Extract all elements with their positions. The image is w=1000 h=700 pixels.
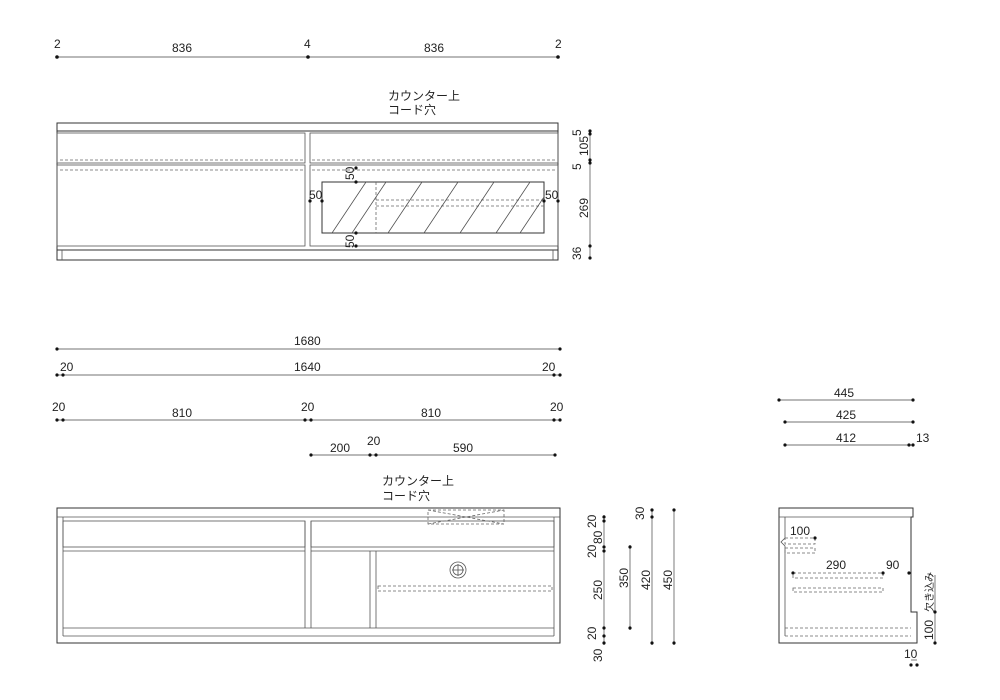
dim-label: 30: [633, 506, 647, 520]
dim-label: 50: [545, 188, 559, 202]
dim-label: 20: [585, 626, 599, 640]
side-dimension-rows: 445 425 412 13: [777, 386, 930, 447]
cutout-note: 欠き込み: [923, 572, 936, 612]
dim-label: 90: [886, 558, 900, 572]
dim-label: 590: [453, 441, 473, 455]
dim-label: 836: [172, 41, 192, 55]
dim-label: 30: [591, 648, 605, 662]
front-cabinet-outline: [56, 122, 559, 261]
dim-label: 810: [172, 406, 192, 420]
dim-label: 269: [577, 198, 591, 218]
dim-label: 36: [570, 246, 584, 260]
dim-label: 20: [367, 434, 381, 448]
plan-cabinet-outline: [56, 507, 561, 644]
dim-label: 2: [555, 37, 562, 51]
dim-label: 20: [550, 400, 564, 414]
dim-label: 13: [916, 431, 930, 445]
side-cabinet-outline: 100 290 90: [778, 507, 918, 644]
dim-label: 200: [330, 441, 350, 455]
dim-label: 2: [54, 37, 61, 51]
dim-label: 290: [826, 558, 846, 572]
dim-label: 50: [343, 234, 357, 248]
front-view: 2 836 4 836 2 カウンター上 コード穴: [54, 37, 592, 261]
cord-hole-note-line2: コード穴: [382, 488, 430, 503]
side-right-dimension: 欠き込み 100 10: [904, 572, 937, 667]
front-right-dimension: 5 105 5 269 36: [570, 129, 592, 260]
dim-label: 1680: [294, 334, 321, 348]
glass-panel: 50 50 50 50: [308, 166, 560, 248]
dim-label: 50: [309, 188, 323, 202]
dim-label: 250: [591, 580, 605, 600]
dim-label: 20: [585, 514, 599, 528]
dim-label: 4: [304, 37, 311, 51]
cord-hole-note-line1: カウンター上: [388, 89, 460, 103]
dim-label: 350: [617, 568, 631, 588]
dim-label: 425: [836, 408, 856, 422]
dim-label: 20: [52, 400, 66, 414]
front-top-dimension: 2 836 4 836 2: [54, 37, 562, 59]
dim-label: 100: [922, 620, 936, 640]
dim-label: 20: [542, 360, 556, 374]
dim-label: 420: [639, 570, 653, 590]
dim-label: 10: [904, 647, 918, 661]
dim-label: 836: [424, 41, 444, 55]
cord-hole-note-line2: コード穴: [388, 102, 436, 117]
plan-view: 1680 20 1640 20 20 810 20 810 20: [52, 334, 676, 662]
dim-label: 20: [585, 544, 599, 558]
dim-label: 5: [570, 163, 584, 170]
dim-label: 20: [301, 400, 315, 414]
dim-label: 810: [421, 406, 441, 420]
dim-label: 412: [836, 431, 856, 445]
dim-label: 100: [790, 524, 810, 538]
dim-label: 105: [577, 136, 591, 156]
dim-label: 50: [343, 166, 357, 180]
cord-hole-note-line1: カウンター上: [382, 474, 454, 488]
plan-dimension-rows: 1680 20 1640 20 20 810 20 810 20: [52, 334, 564, 457]
dim-label: 450: [661, 570, 675, 590]
dim-label: 5: [570, 129, 584, 136]
dim-label: 20: [60, 360, 74, 374]
dim-label: 445: [834, 386, 854, 400]
plan-right-dimension: 20 80 20 250 20 30 30 350 420 450: [585, 506, 676, 662]
side-view: 445 425 412 13 100: [777, 386, 937, 667]
dim-label: 1640: [294, 360, 321, 374]
dim-label: 80: [591, 530, 605, 544]
